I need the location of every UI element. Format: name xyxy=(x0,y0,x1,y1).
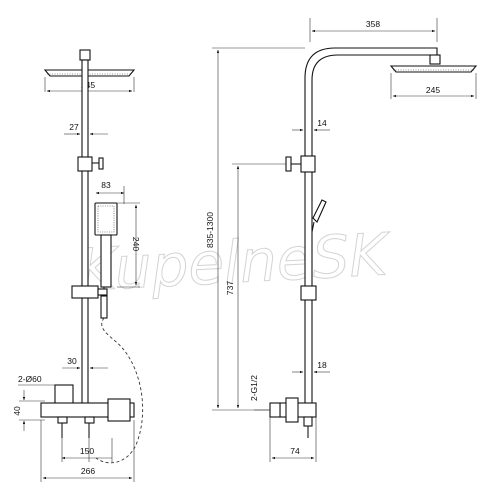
front-view: 245 27 83 240 xyxy=(12,49,144,482)
side-shower-head xyxy=(389,54,478,73)
dim-handshower-depth: 83 xyxy=(101,180,111,190)
side-view: 358 245 14 835-1300 737 xyxy=(205,18,478,462)
dim-slider-offset: 30 xyxy=(67,356,77,366)
dim-inlet-spacing: 150 xyxy=(80,446,94,456)
dim-side-head-width: 245 xyxy=(426,85,440,95)
front-shower-head xyxy=(43,49,136,77)
dim-upper-pipe: 14 xyxy=(317,118,327,128)
hand-shower xyxy=(94,202,118,318)
slider-bracket xyxy=(71,285,108,319)
side-slider xyxy=(300,285,317,301)
dim-front-arm-offset: 27 xyxy=(69,122,79,132)
dim-outlet-height: 737 xyxy=(225,281,235,295)
dim-arm-reach: 358 xyxy=(366,19,380,29)
dim-handshower-height: 240 xyxy=(131,237,141,251)
hose xyxy=(95,317,144,464)
dim-total-height: 835-1300 xyxy=(205,212,215,248)
dim-thread: 2-G1/2 xyxy=(249,375,259,401)
diverter-knob xyxy=(77,156,104,172)
dim-lower-pipe: 18 xyxy=(317,360,327,370)
front-mixer xyxy=(40,384,135,438)
dim-mixer-depth: 74 xyxy=(290,446,300,456)
watermark: KupelneSK xyxy=(77,220,393,304)
side-diverter xyxy=(285,155,316,173)
dim-inlet: 2-Ø60 xyxy=(18,374,42,384)
front-riser-pipe xyxy=(81,59,89,406)
side-hand-shower xyxy=(312,199,327,223)
dim-mixer-width: 266 xyxy=(81,466,95,476)
side-mixer xyxy=(269,397,317,438)
dim-mixer-height: 40 xyxy=(12,406,22,416)
